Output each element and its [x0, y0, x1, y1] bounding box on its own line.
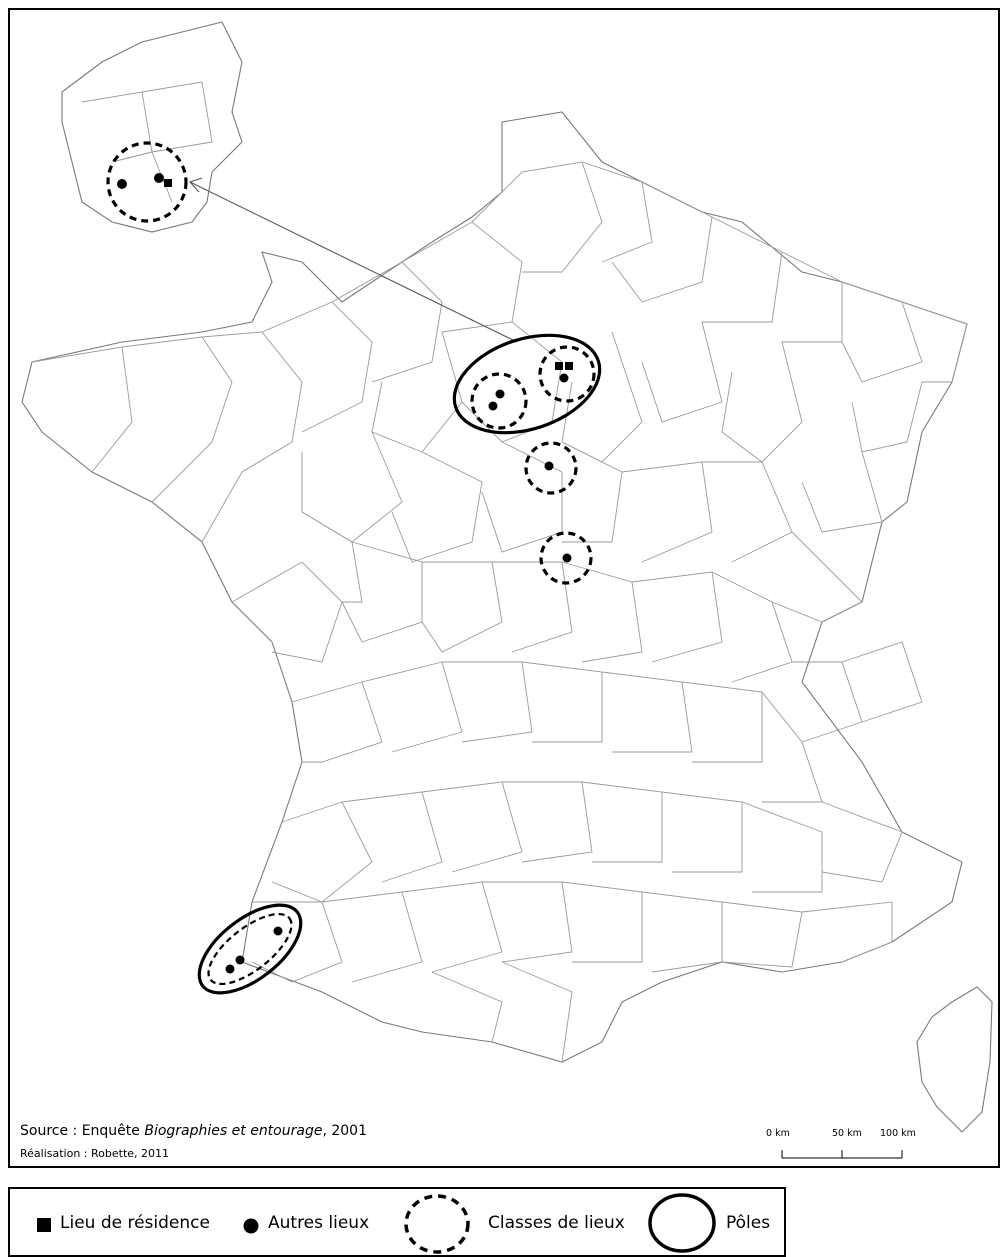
source-suffix: , 2001: [322, 1123, 367, 1139]
dot-icon: [243, 1218, 259, 1234]
source-prefix: Source : Enquête: [20, 1123, 145, 1139]
class-ring-nievre: [539, 531, 593, 585]
legend-label-other-places: Autres lieux: [268, 1213, 370, 1233]
scale-label-100: 100 km: [880, 1128, 916, 1139]
realisation-note: Réalisation : Robette, 2011: [20, 1147, 170, 1160]
france-map: [21, 21, 993, 1133]
zoom-arrow: [189, 177, 518, 343]
solid-circle-icon: [648, 1193, 716, 1253]
pole-paris: [452, 333, 602, 435]
source-note: Source : Enquête Biographies et entourag…: [20, 1122, 367, 1140]
class-ring-yonne: [524, 441, 578, 495]
department-boundaries: [31, 81, 968, 1063]
legend-label-residence: Lieu de résidence: [60, 1213, 210, 1233]
scale-label-50: 50 km: [832, 1128, 862, 1139]
inset-outline: [61, 21, 243, 233]
dashed-circle-icon: [404, 1194, 470, 1254]
source-title: Biographies et entourage: [144, 1123, 323, 1139]
scale-bar-line: [781, 1150, 903, 1159]
legend-label-poles: Pôles: [726, 1213, 771, 1233]
scale-bar: 0 km 50 km 100 km: [762, 1128, 962, 1166]
map-frame: Source : Enquête Biographies et entourag…: [8, 8, 1000, 1168]
legend: Lieu de résidence Autres lieux Classes d…: [8, 1187, 786, 1257]
scale-label-0: 0 km: [766, 1128, 790, 1139]
corsica-outline: [916, 986, 993, 1133]
inset-class-of-places: [106, 141, 188, 223]
pole-southwest: [197, 903, 303, 995]
legend-label-classes: Classes de lieux: [488, 1213, 625, 1233]
france-outline: [21, 111, 968, 1063]
square-icon: [37, 1218, 51, 1232]
